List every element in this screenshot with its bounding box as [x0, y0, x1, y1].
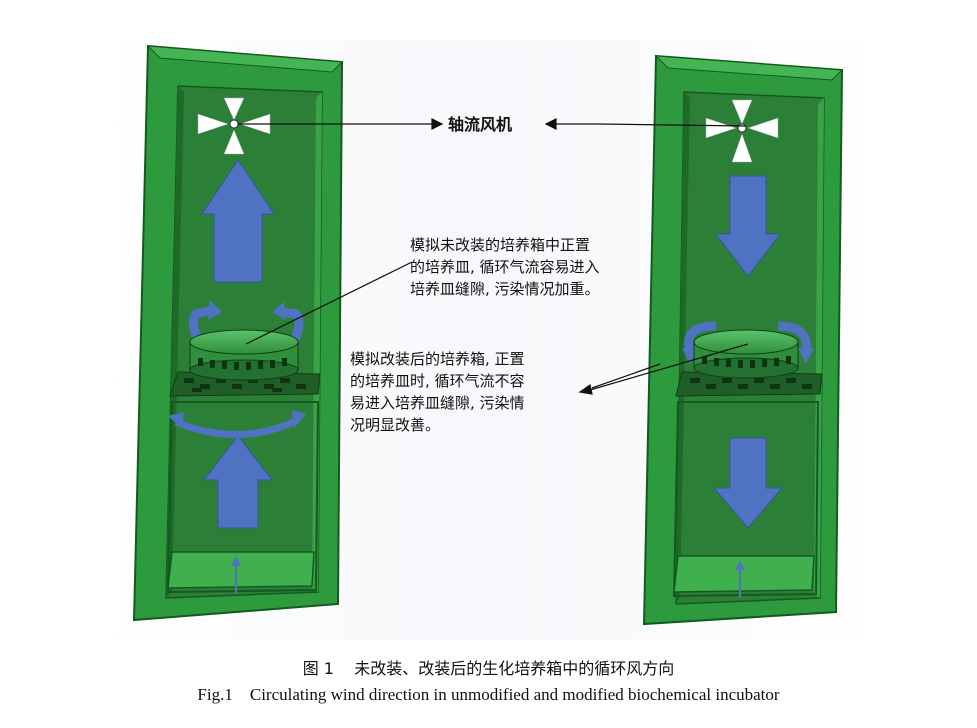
- note-modified-line-1: 模拟改装后的培养箱, 正置: [350, 350, 525, 368]
- figure-caption-chinese: 图 1 未改装、改装后的生化培养箱中的循环风方向: [302, 659, 675, 678]
- petri-dish-right: [693, 329, 799, 379]
- petri-dish-left: [189, 329, 299, 381]
- airflow-down-arrow-upper: [714, 175, 782, 277]
- airflow-down-arrow-lower: [712, 437, 784, 529]
- figure-caption-english: Fig.1 Circulating wind direction in unmo…: [197, 685, 780, 704]
- unmodified-incubator: [132, 44, 344, 622]
- bottom-tray-left: [167, 551, 315, 589]
- note-modified-line-4: 况明显改善。: [350, 416, 440, 434]
- note-modified-line-2: 的培养皿时, 循环气流不容: [350, 372, 525, 390]
- airflow-up-arrow-lower: [202, 435, 274, 529]
- note-unmodified-line-2: 的培养皿, 循环气流容易进入: [410, 258, 600, 276]
- note-unmodified: 模拟未改装的培养箱中正置 的培养皿, 循环气流容易进入 培养皿缝隙, 污染情况加…: [410, 236, 600, 298]
- modified-incubator: [642, 54, 844, 626]
- fan-label: 轴流风机: [448, 115, 512, 134]
- fan-right-icon: [705, 99, 779, 163]
- bottom-tray-right: [673, 555, 815, 593]
- airflow-swirl: [174, 416, 300, 438]
- note-unmodified-line-1: 模拟未改装的培养箱中正置: [410, 236, 590, 254]
- note-modified: 模拟改装后的培养箱, 正置 的培养皿时, 循环气流不容 易进入培养皿缝隙, 污染…: [350, 350, 525, 434]
- note-modified-line-3: 易进入培养皿缝隙, 污染情: [350, 394, 525, 412]
- callout-lines: [238, 118, 749, 395]
- airflow-curl-right-side: [684, 321, 717, 354]
- note-unmodified-line-3: 培养皿缝隙, 污染情况加重。: [410, 280, 600, 298]
- airflow-up-arrow-upper: [201, 159, 275, 283]
